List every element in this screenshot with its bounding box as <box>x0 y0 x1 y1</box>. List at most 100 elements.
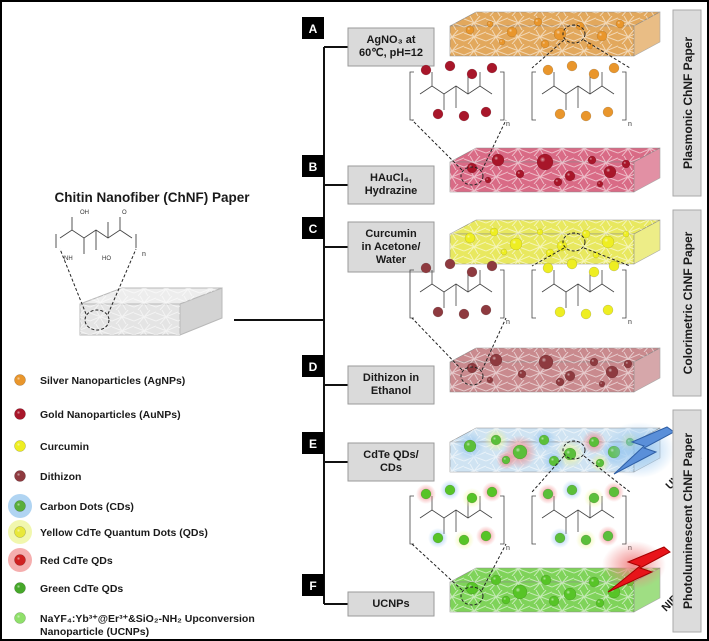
step-letter-box <box>302 574 324 596</box>
nanoparticle <box>480 530 492 542</box>
step-letter-box <box>302 355 324 377</box>
step-letter-box <box>302 432 324 454</box>
nanoparticle <box>554 108 566 120</box>
step-condition-text: Ethanol <box>371 385 411 397</box>
nanoparticle <box>444 60 456 72</box>
step-condition-box <box>347 365 435 405</box>
svg-text:NH: NH <box>64 256 73 262</box>
step-condition-text: HAuCl₄, <box>370 172 412 184</box>
step-condition-text: 60℃, pH=12 <box>359 47 423 59</box>
step-condition-text: AgNO₃ at <box>366 34 415 46</box>
step-condition-text: in Acetone/ <box>362 241 421 253</box>
step-letter: C <box>309 222 318 236</box>
nanoparticle <box>542 262 554 274</box>
nanoparticle <box>608 62 620 74</box>
repeat-unit-n-label: n <box>506 545 510 552</box>
step-e: E CdTe QDs/CDs <box>302 427 661 482</box>
nanoparticle <box>542 64 554 76</box>
legend: Silver Nanoparticles (AgNPs) Gold Nanopar… <box>8 374 255 638</box>
svg-text:HO: HO <box>102 256 111 262</box>
nanoparticle <box>588 68 600 80</box>
legend-label: Red CdTe QDs <box>40 555 113 567</box>
legend-label: NaYF₄:Yb³⁺@Er³⁺&SiO₂-NH₂ Upconversion <box>40 613 255 625</box>
nanoparticle <box>588 266 600 278</box>
nanoparticle <box>602 530 614 542</box>
nanoparticle <box>580 534 592 546</box>
nanoparticle <box>480 304 492 316</box>
nanoparticle <box>602 106 614 118</box>
legend-label: Carbon Dots (CDs) <box>40 501 134 513</box>
step-letter-box <box>302 155 324 177</box>
nanoparticle <box>608 486 620 498</box>
step-condition-text: Dithizon in <box>363 372 419 384</box>
paper-block-c <box>449 219 661 265</box>
legend-item: Green CdTe QDs <box>14 582 123 595</box>
step-condition-text: CDs <box>380 462 402 474</box>
svg-text:OH: OH <box>80 210 89 216</box>
nanoparticle <box>602 304 614 316</box>
side-panel-colorimetric: Colorimetric ChNF Paper <box>672 209 702 397</box>
chitin-structure <box>531 71 627 121</box>
svg-text:O: O <box>122 210 127 216</box>
legend-item: Dithizon <box>14 470 81 483</box>
step-letter: A <box>309 22 318 36</box>
side-panel-plasmonic-label: Plasmonic ChNF Paper <box>681 37 695 169</box>
nanoparticle <box>420 488 432 500</box>
side-panel-plasmonic: Plasmonic ChNF Paper <box>672 9 702 197</box>
nanoparticle <box>466 266 478 278</box>
nanoparticle <box>432 306 444 318</box>
nanoparticle <box>554 306 566 318</box>
step-condition-box <box>347 165 435 205</box>
legend-label: Green CdTe QDs <box>40 583 123 595</box>
step-condition-text: UCNPs <box>372 598 409 610</box>
legend-item: Carbon Dots (CDs) <box>8 494 134 518</box>
nanoparticle <box>444 484 456 496</box>
step-condition-box <box>347 442 435 482</box>
nanoparticle <box>580 308 592 320</box>
side-panel-colorimetric-label: Colorimetric ChNF Paper <box>681 231 695 374</box>
nanoparticle <box>458 308 470 320</box>
step-letter: F <box>309 579 316 593</box>
legend-label: Yellow CdTe Quantum Dots (QDs) <box>40 527 208 539</box>
molecule-insets: nnnnnn <box>409 24 632 606</box>
step-letter-box <box>302 17 324 39</box>
step-condition-text: Water <box>376 254 407 266</box>
step-condition-text: CdTe QDs/ <box>363 449 418 461</box>
legend-label: Curcumin <box>40 441 89 453</box>
nanoparticle <box>554 532 566 544</box>
legend-label: Dithizon <box>40 471 81 483</box>
paper-block-d <box>449 347 661 393</box>
step-letter: E <box>309 437 317 451</box>
chitin-structure: OH HO O NH <box>55 210 137 262</box>
repeat-unit-n-label: n <box>506 121 510 128</box>
nanoparticle <box>466 68 478 80</box>
nanoparticle <box>432 108 444 120</box>
nanoparticle <box>444 258 456 270</box>
nanoparticle <box>542 488 554 500</box>
chitin-n-label: n <box>142 251 146 258</box>
side-panel-photoluminescent: Photoluminescent ChNF Paper <box>672 409 702 633</box>
legend-item: Red CdTe QDs <box>8 548 113 572</box>
step-condition-text: Curcumin <box>365 228 417 240</box>
step-letter-box <box>302 217 324 239</box>
legend-label: Gold Nanoparticles (AuNPs) <box>40 409 181 421</box>
chitin-paper-block <box>59 248 223 336</box>
paper-block-b <box>449 147 661 193</box>
nanoparticle <box>588 492 600 504</box>
side-panel-photoluminescent-label: Photoluminescent ChNF Paper <box>681 433 695 609</box>
chitin-structure <box>531 269 627 319</box>
nanoparticle <box>486 62 498 74</box>
nanoparticle <box>432 532 444 544</box>
legend-item: Yellow CdTe Quantum Dots (QDs) <box>8 520 208 544</box>
nir-laser-icon <box>602 541 671 593</box>
nanoparticle <box>486 260 498 272</box>
legend-label: Silver Nanoparticles (AgNPs) <box>40 375 185 387</box>
